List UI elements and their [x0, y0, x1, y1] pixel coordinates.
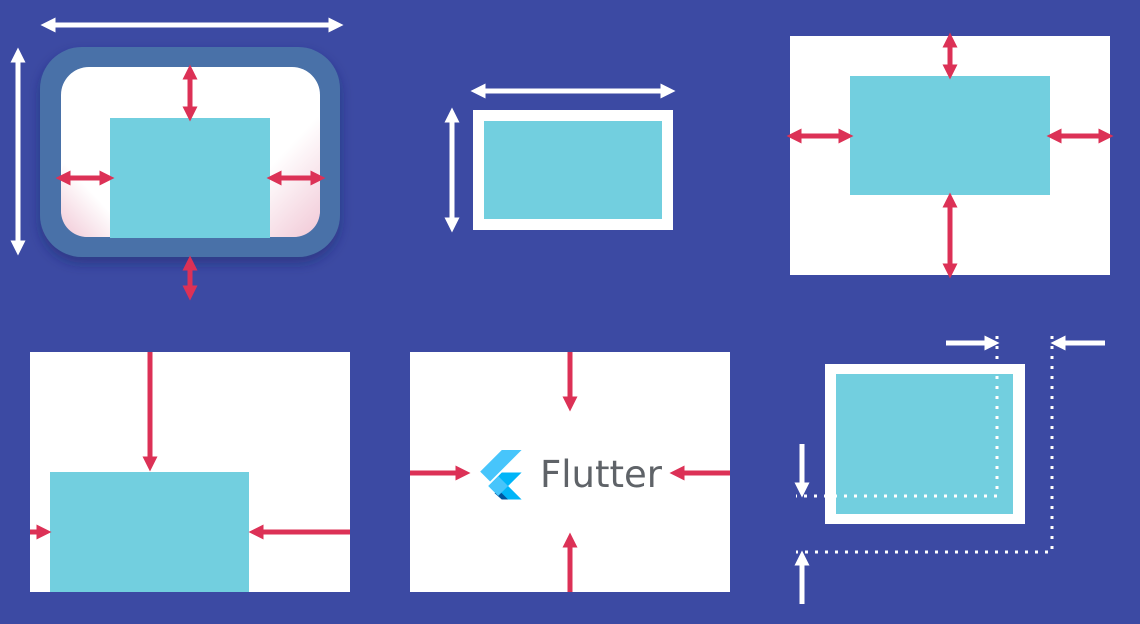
flutter-logo-text: Flutter	[540, 453, 663, 496]
panel-align	[30, 352, 350, 592]
panel-center	[786, 32, 1114, 279]
dotted-guide-inner	[796, 336, 999, 498]
panel-constraints	[794, 335, 1105, 604]
panel-sized-box	[444, 83, 676, 233]
panel-flutter-logo: Flutter	[410, 352, 730, 592]
child-box	[850, 76, 1050, 195]
dotted-guide-outer	[796, 336, 1054, 554]
panel-container-padding	[10, 17, 344, 301]
child-box	[50, 472, 249, 592]
child-box	[110, 118, 270, 238]
child-box	[484, 121, 662, 219]
flutter-logo-icon	[480, 450, 522, 500]
child-box	[836, 374, 1013, 514]
